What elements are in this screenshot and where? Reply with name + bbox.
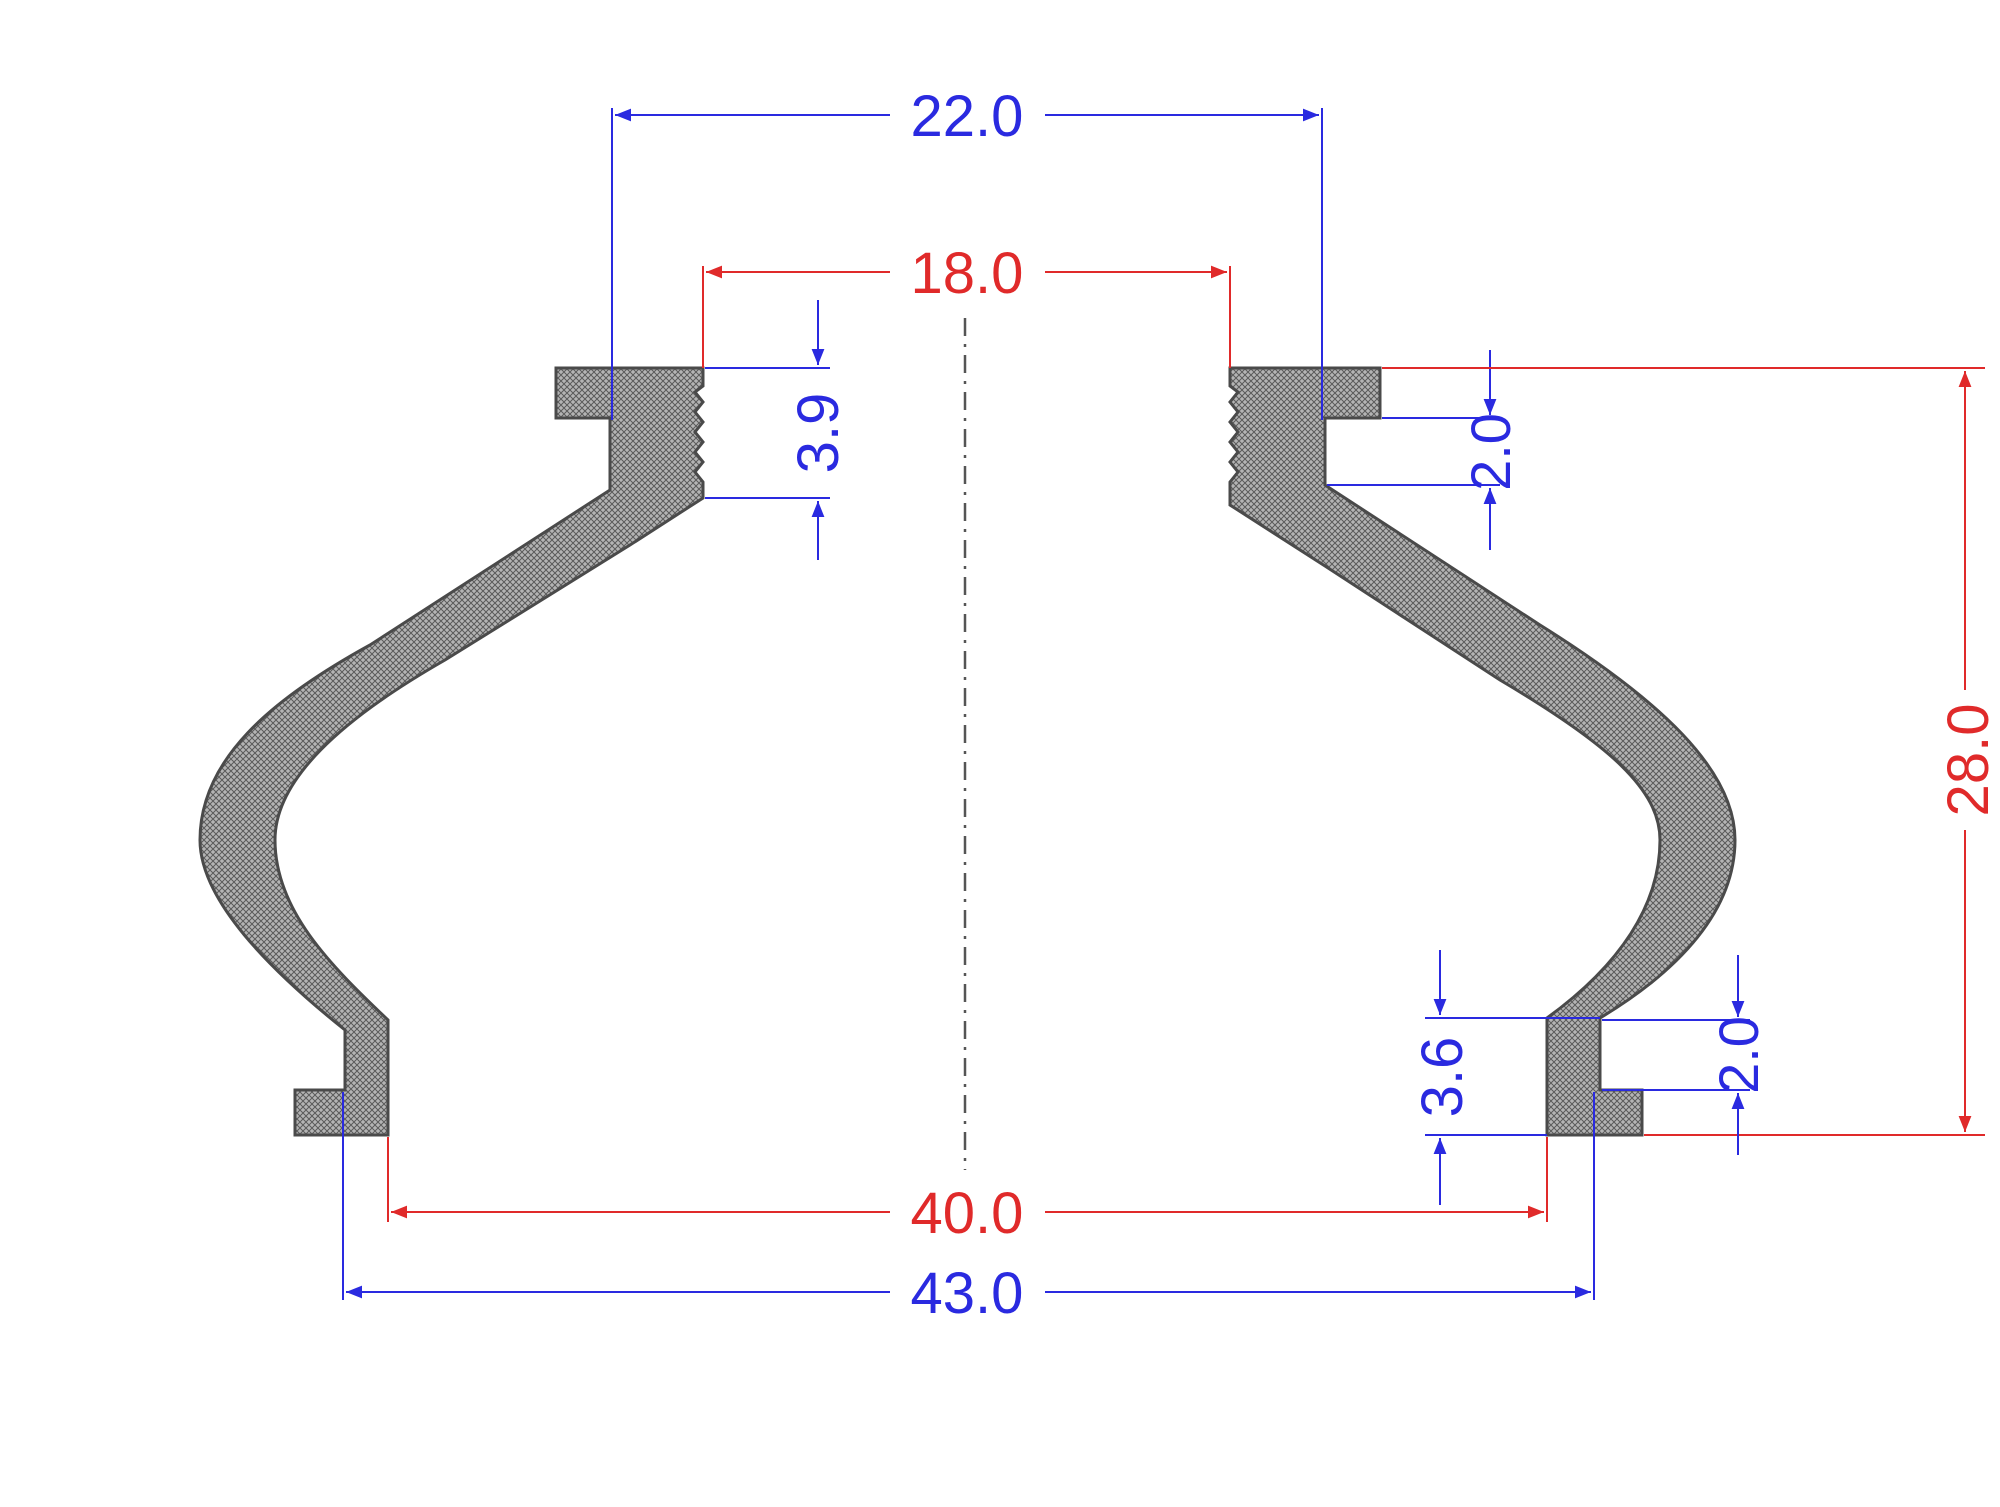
dimension-overall-height: 28.0 — [1382, 367, 2000, 1136]
dimension-label-28: 28.0 — [1936, 704, 2000, 817]
dimension-bottom-inner-width: 40.0 — [387, 1137, 1548, 1246]
dimension-label-22: 22.0 — [911, 84, 1024, 149]
dimension-label-2-0-top: 2.0 — [1459, 413, 1522, 491]
dimension-label-2-0-bottom: 2.0 — [1707, 1016, 1770, 1094]
bellows-left-section — [198, 366, 705, 1137]
dimension-label-3-9: 3.9 — [786, 393, 851, 474]
dimension-left-groove-height: 3.9 — [705, 300, 851, 560]
dimension-bottom-right-step: 2.0 — [1602, 955, 1770, 1155]
dimension-bottom-step-3-6: 3.6 — [1410, 950, 1600, 1205]
dimension-label-3-6: 3.6 — [1410, 1037, 1475, 1118]
dimension-label-43: 43.0 — [911, 1261, 1024, 1326]
dimension-top-outer-width: 22.0 — [611, 84, 1323, 420]
dimension-bottom-outer-width: 43.0 — [342, 1092, 1595, 1326]
dimension-label-40: 40.0 — [911, 1181, 1024, 1246]
dimension-label-18: 18.0 — [911, 241, 1024, 306]
dimension-right-top-step: 2.0 — [1327, 350, 1522, 550]
dimension-top-inner-width: 18.0 — [702, 241, 1231, 368]
